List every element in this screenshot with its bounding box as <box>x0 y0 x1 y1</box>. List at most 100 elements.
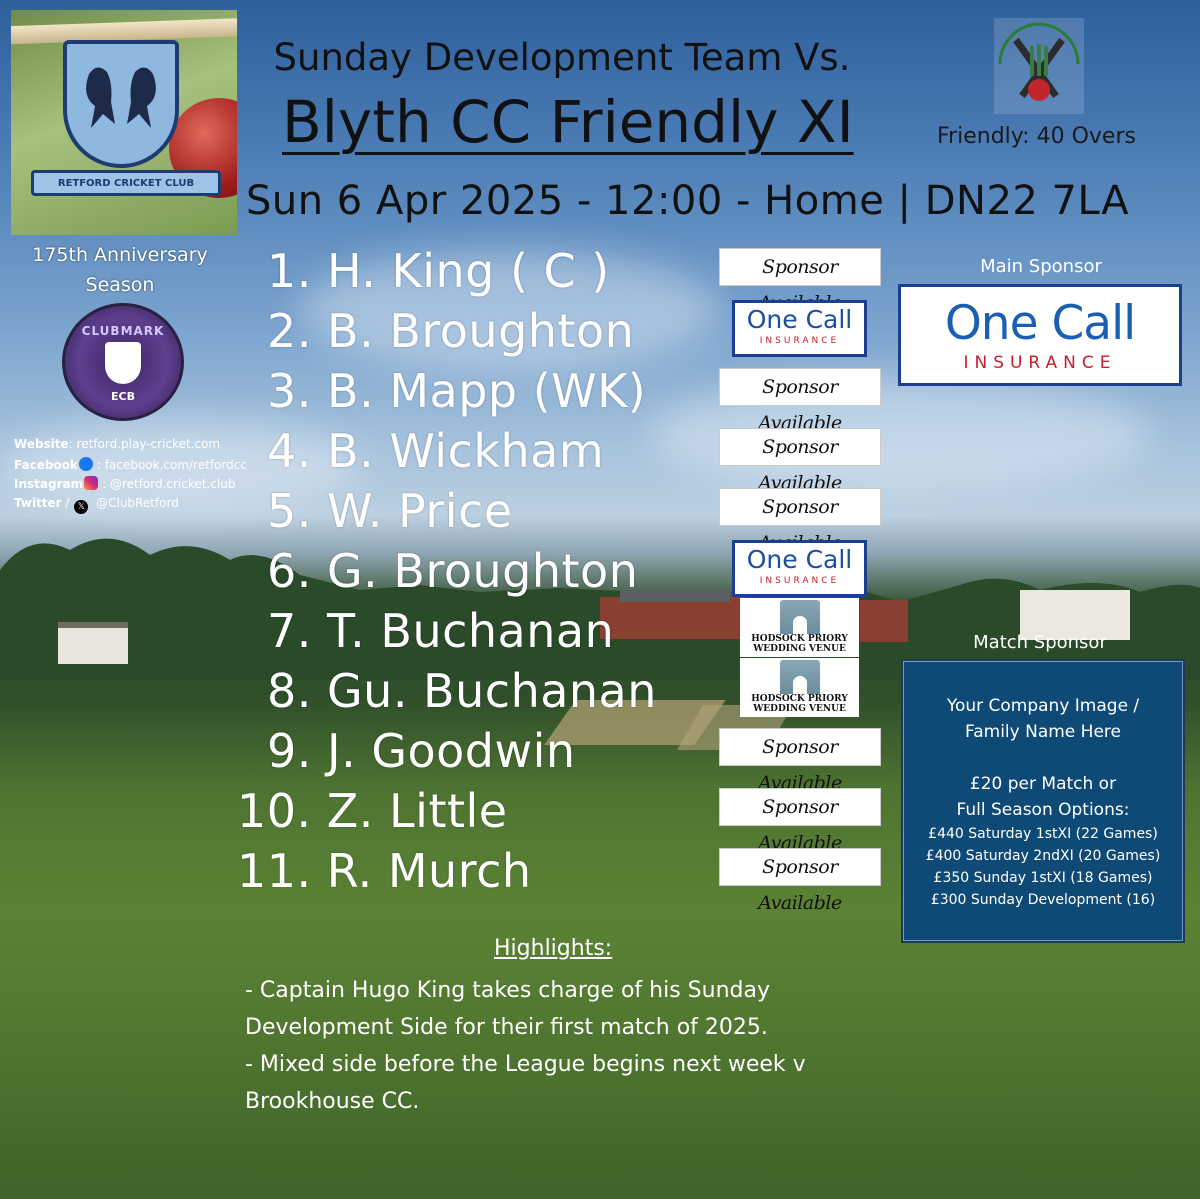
player-number: 8. <box>267 664 312 718</box>
onecall-sponsor-badge: One Call INSURANCE <box>732 300 867 357</box>
onecall-name: One Call <box>746 545 853 574</box>
player-name: R. Murch <box>326 844 532 898</box>
player-row: 10. Z. Little <box>237 784 508 838</box>
instagram-link[interactable]: Instagram: @retford.cricket.club <box>14 476 235 491</box>
onecall-sponsor-badge: One Call INSURANCE <box>732 540 867 597</box>
priory-gate-icon <box>779 600 820 634</box>
sponsor-offer-line: £20 per Match or <box>969 774 1117 794</box>
player-row: 7. T. Buchanan <box>267 604 614 658</box>
website-link[interactable]: Website: retford.play-cricket.com <box>14 437 220 451</box>
facebook-value: : facebook.com/retfordcc <box>96 458 247 472</box>
player-row: 2. B. Broughton <box>267 304 634 358</box>
match-title: Sunday Development Team Vs. <box>273 36 851 79</box>
sponsor-offer-line: Your Company Image / <box>946 696 1140 716</box>
opponent-title: Blyth CC Friendly XI <box>282 88 854 156</box>
player-number: 2. <box>267 304 312 358</box>
main-sponsor-logo: One Call INSURANCE <box>898 284 1182 386</box>
player-number: 4. <box>267 424 312 478</box>
player-name: Z. Little <box>326 784 508 838</box>
club-logo: RETFORD CRICKET CLUB <box>11 10 237 235</box>
season-option: £350 Sunday 1stXI (18 Games) <box>933 870 1153 886</box>
sponsor-available-badge: Sponsor Available <box>720 429 880 494</box>
twitter-link[interactable]: Twitter / 𝕏 @ClubRetford <box>14 496 179 514</box>
player-row: 8. Gu. Buchanan <box>267 664 657 718</box>
instagram-value: : @retford.cricket.club <box>102 477 236 491</box>
club-name-ribbon: RETFORD CRICKET CLUB <box>31 170 221 196</box>
player-number: 6. <box>267 544 312 598</box>
highlights-title: Highlights: <box>494 936 613 961</box>
player-name: T. Buchanan <box>327 604 615 658</box>
instagram-icon <box>84 476 99 490</box>
facebook-link[interactable]: Facebook : facebook.com/retfordcc <box>14 457 247 472</box>
website-value: : retford.play-cricket.com <box>68 437 221 451</box>
ecb-lions-icon <box>105 342 141 384</box>
player-number: 11. <box>237 844 312 898</box>
player-name: G. Broughton <box>327 544 639 598</box>
onecall-sub: INSURANCE <box>759 336 840 346</box>
match-sponsor-label: Match Sponsor <box>973 632 1107 653</box>
main-sponsor-sub: INSURANCE <box>963 353 1117 373</box>
hodsock-line: HODSOCK PRIORY <box>751 634 848 644</box>
hodsock-sponsor-badge: HODSOCK PRIORY WEDDING VENUE <box>740 598 859 657</box>
season-option: £400 Saturday 2ndXI (20 Games) <box>925 848 1161 864</box>
anniversary-line: Season <box>85 274 155 296</box>
season-option: £300 Sunday Development (16) <box>930 892 1156 908</box>
player-name: B. Broughton <box>327 304 635 358</box>
sponsor-available-badge: Sponsor Available <box>720 729 880 794</box>
player-row: 5. W. Price <box>267 484 513 538</box>
main-sponsor-name: One Call <box>944 296 1136 351</box>
facebook-icon <box>78 457 93 471</box>
player-number: 9. <box>267 724 312 778</box>
cloud <box>300 250 720 370</box>
player-number: 5. <box>267 484 312 538</box>
sponsor-available-badge: Sponsor Available <box>720 789 880 854</box>
hodsock-line: WEDDING VENUE <box>753 704 846 714</box>
fixture-type: Friendly: 40 Overs <box>937 124 1136 149</box>
hodsock-line: HODSOCK PRIORY <box>751 694 848 704</box>
player-row: 9. J. Goodwin <box>267 724 576 778</box>
building-roof <box>620 590 730 602</box>
priory-gate-icon <box>779 660 820 694</box>
player-number: 3. <box>267 364 312 418</box>
house <box>1020 590 1130 640</box>
twitter-value: @ClubRetford <box>96 496 179 510</box>
player-name: B. Mapp (WK) <box>327 364 647 418</box>
league-logo <box>994 18 1084 114</box>
hodsock-sponsor-badge: HODSOCK PRIORY WEDDING VENUE <box>740 658 859 717</box>
building <box>600 597 740 639</box>
cloud <box>0 420 360 510</box>
match-details: Sun 6 Apr 2025 - 12:00 - Home | DN22 7LA <box>246 178 1130 224</box>
player-number: 7. <box>267 604 312 658</box>
sponsor-offer-line: Full Season Options: <box>956 800 1130 820</box>
clubmark-badge: CLUBMARK ECB <box>62 303 184 421</box>
player-name: B. Wickham <box>327 424 605 478</box>
player-row: 1. H. King ( C ) <box>267 244 610 298</box>
highlight-item: - Captain Hugo King takes charge of his … <box>245 978 770 1040</box>
pavilion <box>58 622 128 664</box>
player-name: H. King ( C ) <box>327 244 610 298</box>
sponsor-available-badge: Sponsor Available <box>720 249 880 314</box>
birds-icon <box>86 67 156 128</box>
website-label: Website <box>14 437 69 451</box>
x-icon: 𝕏 <box>74 500 89 514</box>
sponsor-available-badge: Sponsor Available <box>720 489 880 554</box>
anniversary-line: 175th Anniversary <box>32 244 208 266</box>
building <box>860 600 908 642</box>
facebook-label: Facebook <box>14 458 78 472</box>
main-sponsor-label: Main Sponsor <box>980 256 1102 277</box>
hodsock-line: WEDDING VENUE <box>753 644 846 654</box>
clubmark-text: CLUBMARK <box>81 324 165 338</box>
sponsor-offer-line: Family Name Here <box>965 722 1121 742</box>
onecall-name: One Call <box>746 305 853 334</box>
player-name: Gu. Buchanan <box>327 664 657 718</box>
player-name: W. Price <box>327 484 513 538</box>
sponsor-available-badge: Sponsor Available <box>720 849 880 914</box>
player-row: 4. B. Wickham <box>267 424 604 478</box>
ecb-text: ECB <box>111 390 135 403</box>
player-name: J. Goodwin <box>327 724 576 778</box>
player-number: 1. <box>267 244 312 298</box>
anniversary-text: 175th Anniversary Season <box>15 240 225 300</box>
sponsor-available-badge: Sponsor Available <box>720 369 880 434</box>
club-crest-shield <box>63 40 179 168</box>
